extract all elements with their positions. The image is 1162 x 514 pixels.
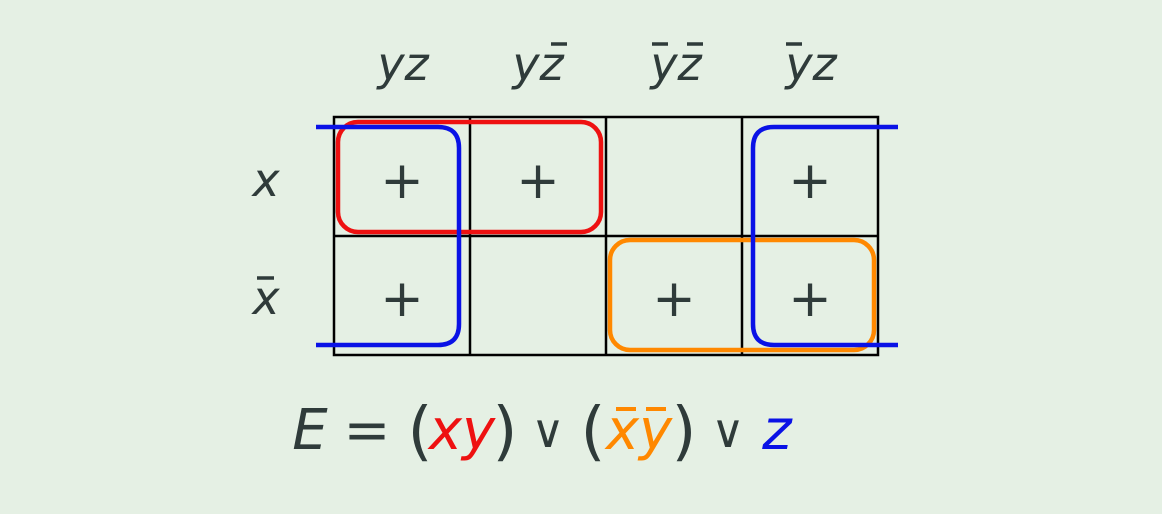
formula-paren-open-2: (: [581, 395, 606, 469]
group-blue-z-left: [316, 124, 462, 348]
cell-r2-c4: +: [788, 269, 832, 329]
kmap-groups: [316, 119, 898, 353]
kmap-grid: [332, 115, 880, 357]
column-header-2: yz: [510, 37, 564, 91]
formula-paren-close-2: ): [672, 395, 697, 469]
formula-lhs: E: [292, 398, 328, 463]
formula-equals: =: [344, 398, 391, 463]
row-headers: x x: [250, 153, 280, 325]
formula-or-2: ∨: [711, 404, 745, 458]
boolean-formula: E = ( xy ) ∨ ( xy ) ∨ z: [292, 395, 793, 469]
formula-or-1: ∨: [531, 404, 565, 458]
group-orange-xbar-ybar: [607, 237, 877, 353]
column-header-4: yz: [783, 37, 837, 91]
formula-paren-close-1: ): [493, 395, 518, 469]
row-header-2: x: [250, 271, 280, 325]
group-blue-z-right: [750, 124, 898, 348]
cell-r1-c4: +: [788, 151, 832, 211]
formula-term-xy: xy: [427, 398, 496, 463]
cell-r1-c2: +: [516, 151, 560, 211]
cell-r2-c1: +: [380, 269, 424, 329]
group-red-xy: [335, 119, 604, 235]
row-header-1: x: [250, 153, 280, 207]
cell-r1-c1: +: [380, 151, 424, 211]
column-headers: yz yz yz yz: [375, 37, 837, 91]
cell-r2-c3: +: [652, 269, 696, 329]
column-header-1: yz: [375, 37, 429, 91]
formula-paren-open-1: (: [408, 395, 433, 469]
column-header-3: yz: [648, 37, 702, 91]
cell-markers: + + + + + +: [380, 151, 832, 329]
formula-term-z: z: [761, 398, 793, 463]
